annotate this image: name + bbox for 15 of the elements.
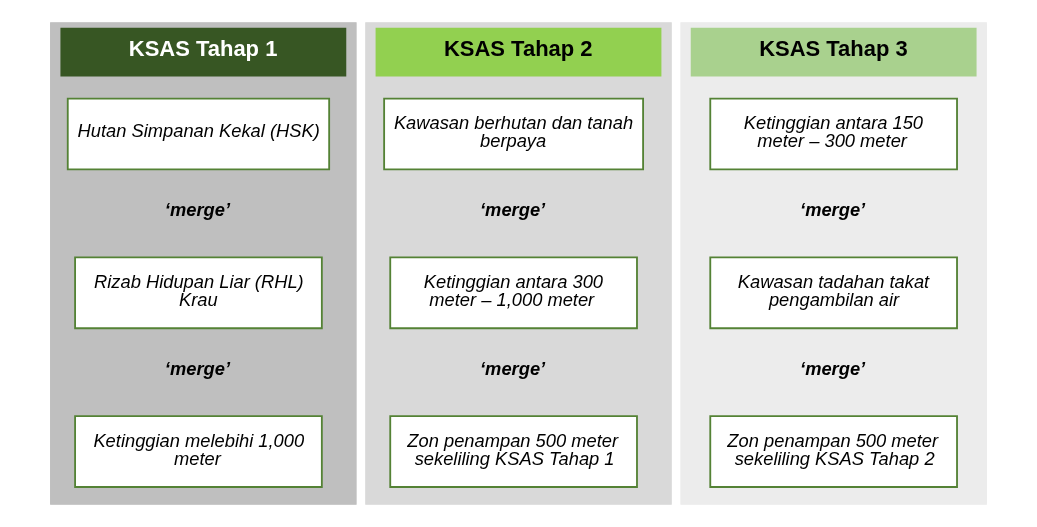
node-box: Ketinggian antara 300 meter – 1,000 meter (389, 256, 638, 330)
node-box: Hutan Simpanan Kekal (HSK) (66, 97, 331, 171)
node-box: Rizab Hidupan Liar (RHL) Krau (74, 256, 323, 330)
label: ‘merge’ (480, 358, 546, 380)
node-box: Zon penampan 500 meter sekeliling KSAS Tahap 1 (389, 415, 638, 488)
node-box: Ketinggian melebihi 1,000 meter (74, 415, 323, 488)
node-box: Kawasan tadahan takat pengambilan air (709, 256, 958, 330)
label: ‘merge’ (164, 358, 231, 380)
label: ‘merge’ (800, 358, 866, 380)
node-box: Kawasan berhutan dan tanah berpaya (383, 97, 644, 171)
node-box: Ketinggian antara 150 meter – 300 meter (709, 97, 958, 171)
node-box: Zon penampan 500 meter sekeliling KSAS Tahap 2 (709, 415, 958, 488)
label: ‘merge’ (800, 199, 866, 221)
label: ‘merge’ (480, 199, 546, 221)
label: ‘merge’ (164, 199, 231, 221)
